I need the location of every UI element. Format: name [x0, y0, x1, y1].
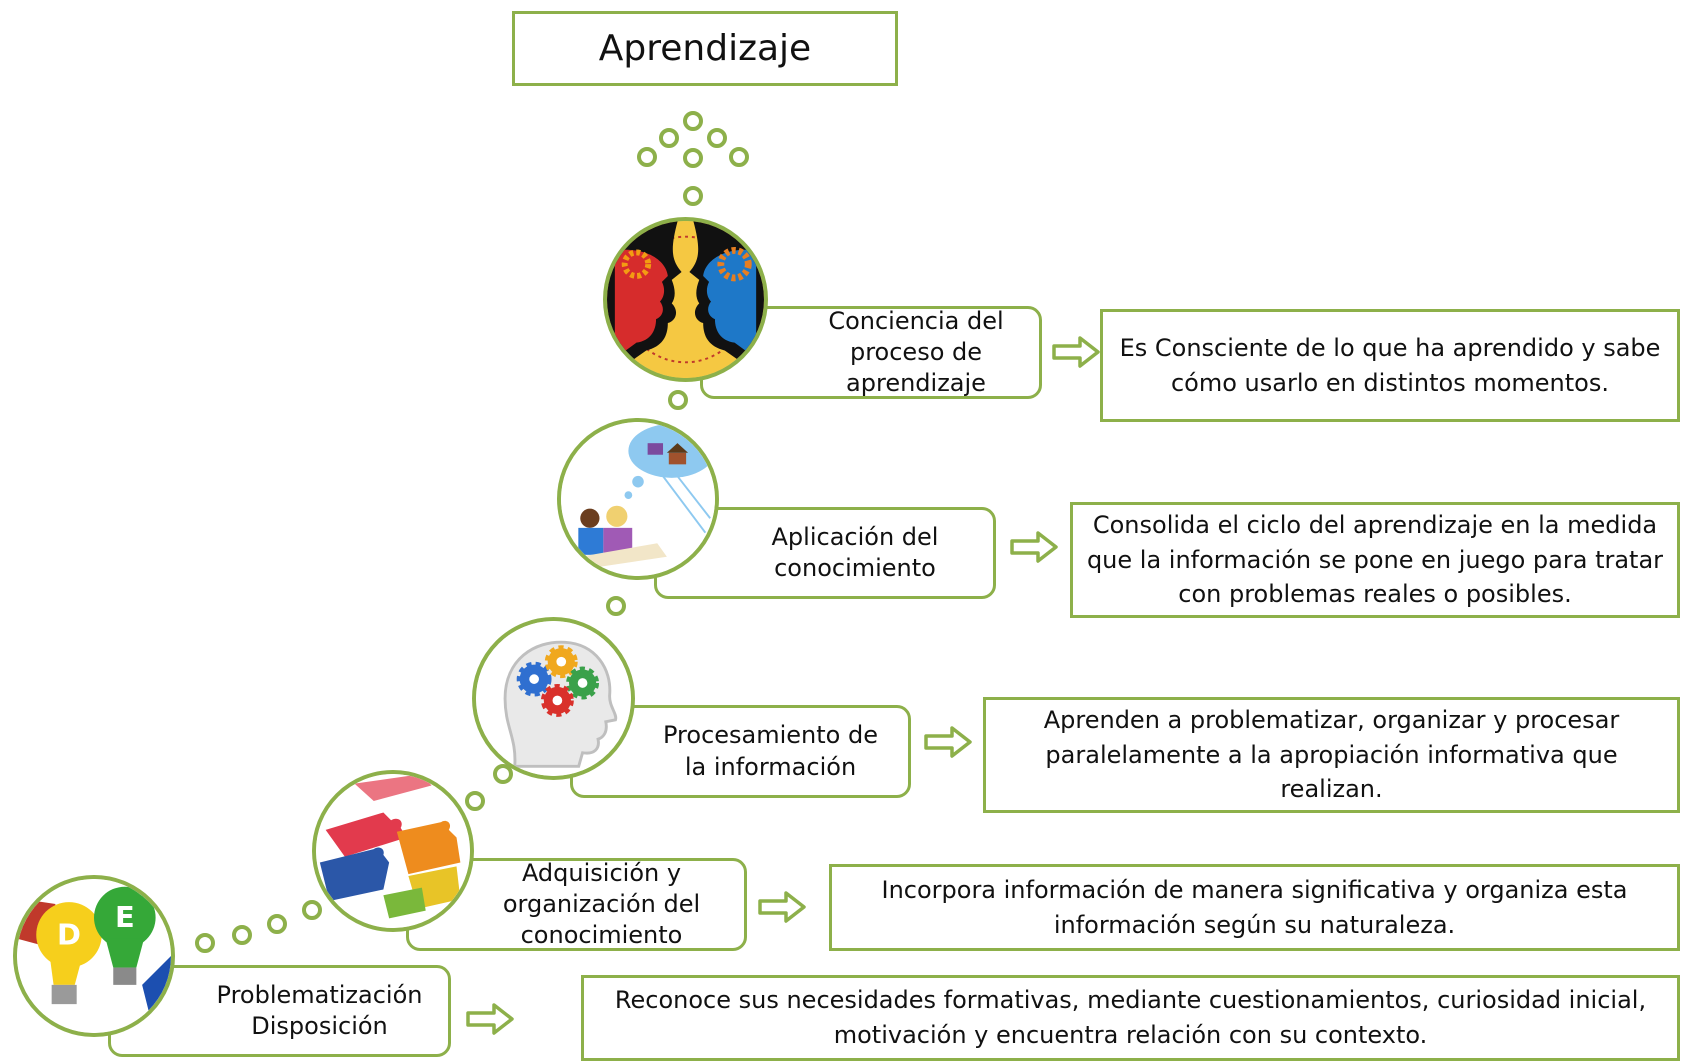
arrow-right-icon [924, 726, 972, 758]
students-thinking-icon [557, 418, 719, 580]
step-description-aplicacion: Consolida el ciclo del aprendizaje en la… [1070, 502, 1680, 618]
light-bulbs-icon: D E [13, 875, 175, 1037]
step-description-problematizacion: Reconoce sus necesidades formativas, med… [581, 975, 1680, 1061]
faces-with-gears-icon [603, 217, 768, 382]
title-text: Aprendizaje [598, 28, 812, 69]
arrow-right-icon [1052, 336, 1100, 368]
head-gears-icon [472, 617, 635, 780]
step-description-adquisicion: Incorpora información de manera signific… [829, 864, 1680, 951]
step-description-procesamiento: Aprenden a problematizar, organizar y pr… [983, 697, 1680, 813]
title-box: Aprendizaje [512, 11, 898, 86]
bulb-letter-e: E [115, 900, 135, 934]
arrow-right-icon [758, 891, 806, 923]
bulb-letter-d: D [57, 917, 81, 951]
puzzle-pieces-icon [312, 770, 474, 932]
arrow-right-icon [466, 1003, 514, 1035]
step-description-conciencia: Es Consciente de lo que ha aprendido y s… [1100, 309, 1680, 422]
arrow-right-icon [1010, 531, 1058, 563]
